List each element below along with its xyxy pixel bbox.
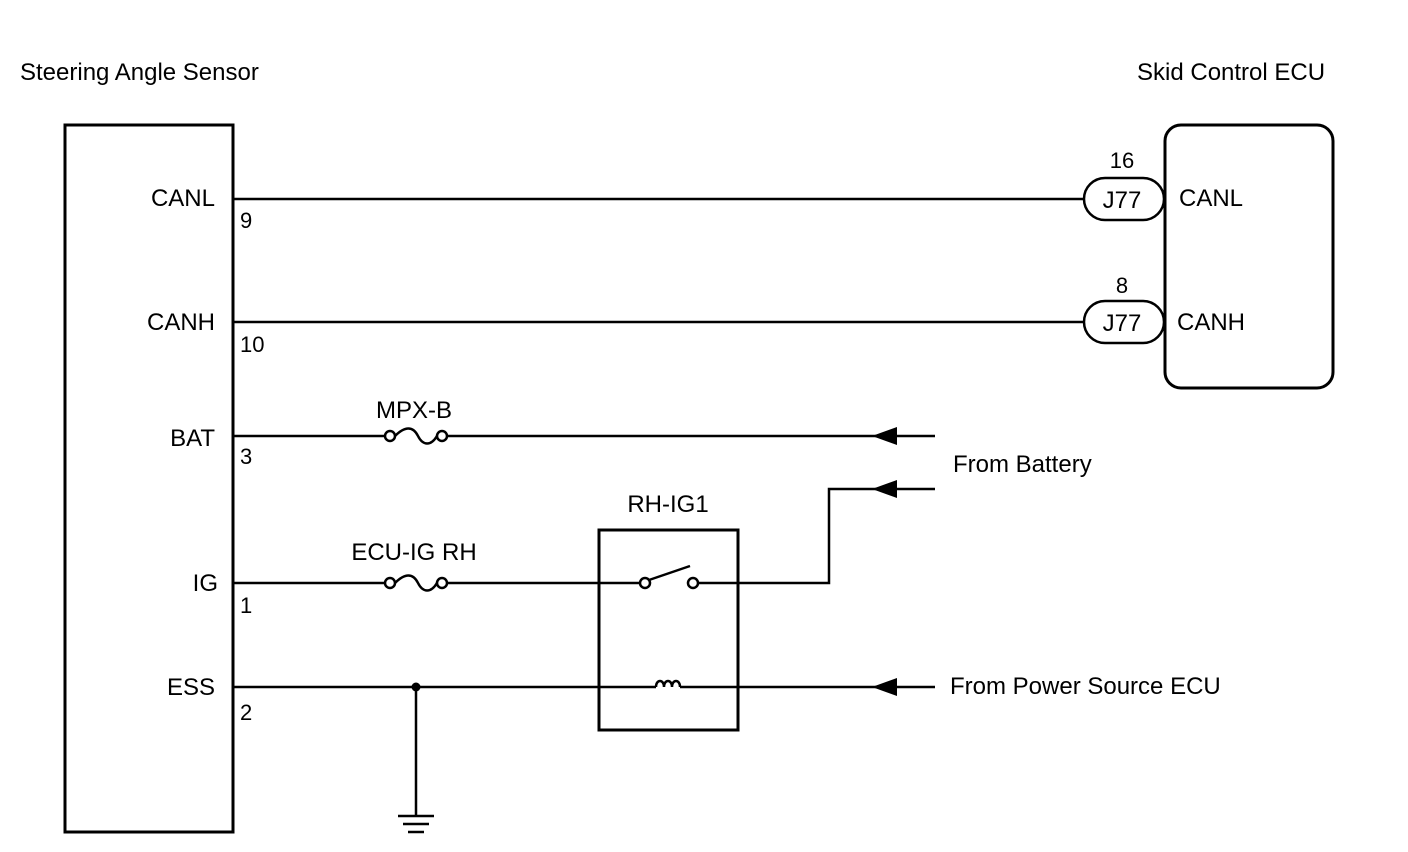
ecu-label-canh: CANH (1177, 309, 1245, 336)
source-battery-label: From Battery (953, 451, 1092, 478)
pin-label-ig: IG (193, 570, 218, 597)
connector-j77-canl-label: J77 (1103, 187, 1142, 214)
sensor-title: Steering Angle Sensor (20, 59, 259, 86)
ecu-pin-number-canl: 16 (1110, 148, 1134, 173)
pin-label-bat: BAT (170, 425, 215, 452)
connector-j77-canl (1082, 176, 1166, 222)
pin-label-canh: CANH (147, 309, 215, 336)
pin-number-bat: 3 (240, 444, 252, 469)
pin-number-canh: 10 (240, 332, 264, 357)
arrow-power-source-icon (872, 678, 897, 696)
wire-relay-to-battery (738, 487, 935, 585)
fuse-mpx-b-icon (383, 427, 449, 445)
ecu-title: Skid Control ECU (1137, 59, 1325, 86)
relay-box (597, 528, 740, 732)
sensor-body (63, 123, 235, 834)
fuse-ecu-ig-rh-icon (383, 574, 449, 592)
relay-label: RH-IG1 (627, 491, 708, 518)
ecu-label-canl: CANL (1179, 185, 1243, 212)
source-power-ecu-label: From Power Source ECU (950, 673, 1221, 700)
pin-number-ig: 1 (240, 593, 252, 618)
ecu-pin-number-canh: 8 (1116, 273, 1128, 298)
arrow-bat-icon (872, 427, 897, 445)
arrow-relay-battery-icon (872, 480, 897, 498)
connector-j77-canh-label: J77 (1103, 310, 1142, 337)
connector-j77-canh (1082, 299, 1166, 345)
fuse-mpx-b-label: MPX-B (376, 397, 452, 424)
pin-label-canl: CANL (151, 185, 215, 212)
relay-switch-icon (599, 564, 738, 590)
fuse-ecu-ig-rh-label: ECU-IG RH (351, 539, 476, 566)
ground-icon (398, 814, 434, 834)
relay-coil-icon (599, 679, 738, 689)
ecu-body (1163, 123, 1335, 390)
pin-number-ess: 2 (240, 700, 252, 725)
pin-label-ess: ESS (167, 674, 215, 701)
pin-number-canl: 9 (240, 208, 252, 233)
